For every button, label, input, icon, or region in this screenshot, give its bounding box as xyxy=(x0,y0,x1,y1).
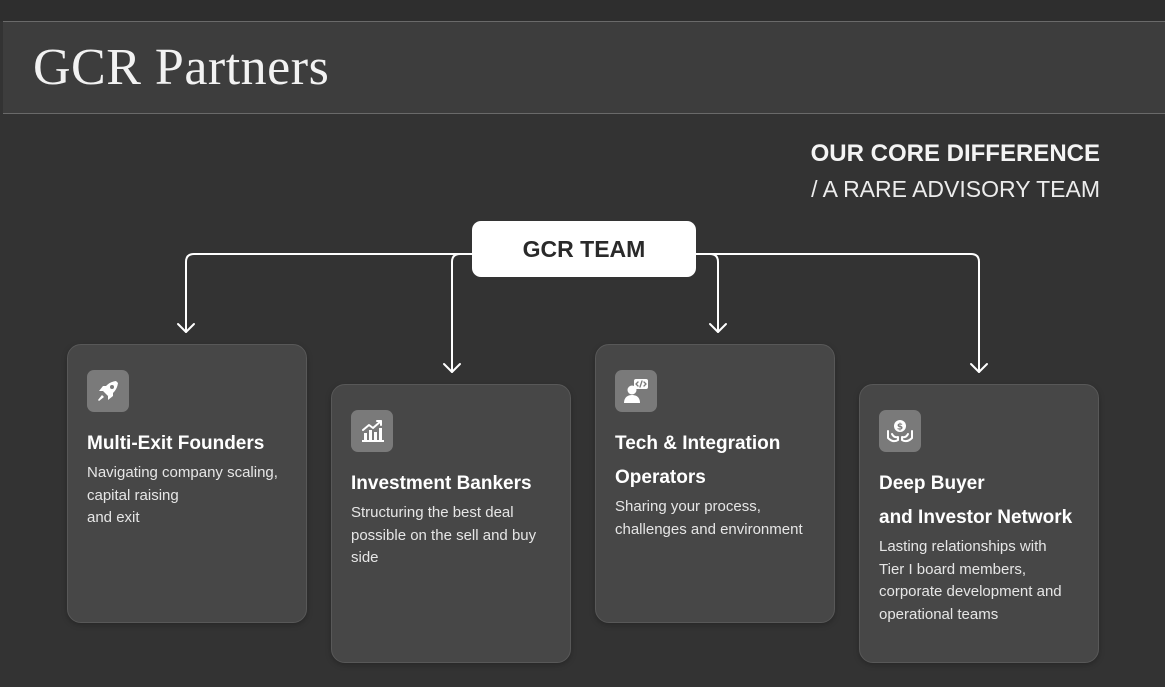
svg-text:$: $ xyxy=(897,423,903,433)
connector-founders xyxy=(185,253,473,333)
top-strip xyxy=(0,0,1165,21)
bar-chart-growth-icon xyxy=(351,410,393,452)
arrowhead-founders xyxy=(177,323,195,333)
hands-money-icon: $ xyxy=(879,410,921,452)
card-description: Navigating company scaling, capital rais… xyxy=(87,464,278,526)
card-title: Investment Bankers xyxy=(351,473,532,494)
card-description: Lasting relationships with Tier I board … xyxy=(879,538,1062,623)
card-description: Structuring the best deal possible on th… xyxy=(351,504,537,566)
headline: OUR CORE DIFFERENCE / A RARE ADVISORY TE… xyxy=(811,140,1100,203)
connector-operators xyxy=(695,253,719,333)
card-multi-exit-founders: Multi-Exit Founders Navigating company s… xyxy=(67,344,307,623)
headline-sub: / A RARE ADVISORY TEAM xyxy=(811,176,1100,202)
card-title: Deep Buyer and Investor Network xyxy=(879,473,1073,528)
developer-code-icon xyxy=(615,370,657,412)
gcr-team-pill: GCR TEAM xyxy=(472,221,696,277)
card-investment-bankers: Investment Bankers Structuring the best … xyxy=(331,384,571,663)
arrowhead-operators xyxy=(709,323,727,333)
card-title: Multi-Exit Founders xyxy=(87,433,265,454)
connector-network xyxy=(695,253,980,373)
brand-title: GCR Partners xyxy=(33,39,330,96)
card-title: Tech & Integration Operators xyxy=(615,433,781,488)
gcr-team-label: GCR TEAM xyxy=(522,235,646,262)
arrowhead-network xyxy=(970,363,988,373)
connector-bankers xyxy=(451,253,473,373)
arrowhead-bankers xyxy=(443,363,461,373)
headline-main: OUR CORE DIFFERENCE xyxy=(810,140,1100,167)
card-description: Sharing your process, challenges and env… xyxy=(615,498,803,538)
header-bar: GCR Partners xyxy=(3,21,1165,114)
rocket-icon xyxy=(87,370,129,412)
card-buyer-investor-network: $ Deep Buyer and Investor Network Lastin… xyxy=(859,384,1099,663)
card-tech-integration-operators: Tech & Integration Operators Sharing you… xyxy=(595,344,835,623)
